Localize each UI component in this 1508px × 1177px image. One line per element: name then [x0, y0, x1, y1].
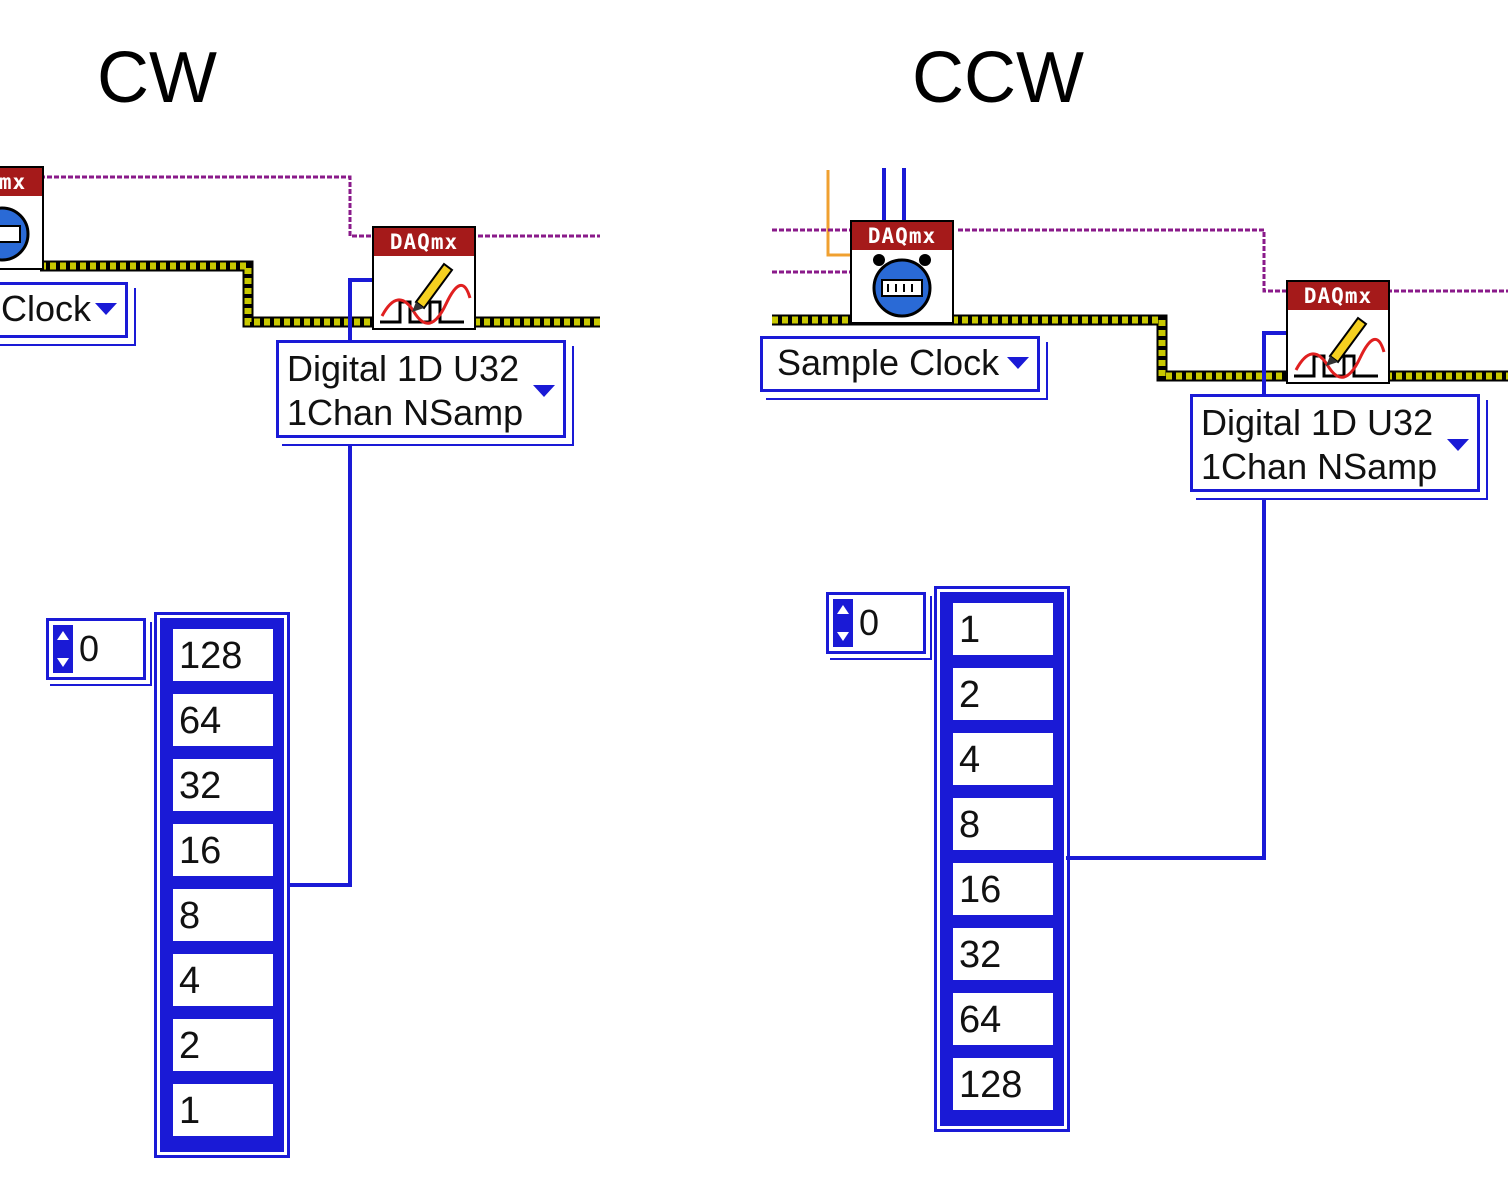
- node-header: DAQmx: [0, 168, 42, 196]
- data-wire-right: [1066, 331, 1286, 860]
- chevron-down-icon: [95, 303, 117, 315]
- purple-wire-left: [40, 175, 600, 238]
- node-header: DAQmx: [1288, 282, 1388, 310]
- array-index-control-left[interactable]: 0: [46, 618, 146, 680]
- array-constant-right: 1 2 4 8 16 32 64 128: [934, 586, 1070, 1132]
- array-element[interactable]: 32: [173, 759, 273, 811]
- array-element[interactable]: 16: [173, 824, 273, 876]
- array-element[interactable]: 2: [953, 668, 1053, 720]
- sample-clock-ring-right[interactable]: Sample Clock: [760, 336, 1040, 392]
- chevron-down-icon: [533, 385, 555, 397]
- array-element[interactable]: 4: [173, 954, 273, 1006]
- index-spinner[interactable]: [53, 625, 73, 673]
- daqmx-write-node-right[interactable]: DAQmx: [1286, 280, 1390, 384]
- chevron-down-icon: [1447, 439, 1469, 451]
- array-element[interactable]: 8: [953, 798, 1053, 850]
- array-element[interactable]: 8: [173, 889, 273, 941]
- index-value: 0: [79, 628, 100, 669]
- array-element[interactable]: 1: [173, 1084, 273, 1136]
- array-constant-left: 128 64 32 16 8 4 2 1: [154, 612, 290, 1158]
- timing-icon: [872, 254, 932, 318]
- array-element[interactable]: 128: [953, 1058, 1053, 1110]
- write-pencil-icon: [380, 262, 472, 325]
- ring-label: Digital 1D U32 1Chan NSamp: [1201, 402, 1438, 487]
- panel-title-ccw: CCW: [912, 38, 1084, 118]
- array-element[interactable]: 128: [173, 629, 273, 681]
- chevron-down-icon: [1007, 357, 1029, 369]
- node-header: DAQmx: [374, 228, 474, 256]
- orange-wire-right: [826, 170, 850, 257]
- index-spinner[interactable]: [833, 599, 853, 647]
- array-element[interactable]: 32: [953, 928, 1053, 980]
- array-index-control-right[interactable]: 0: [826, 592, 926, 654]
- data-wire-left: [287, 278, 372, 887]
- array-element[interactable]: 2: [173, 1019, 273, 1071]
- daqmx-timing-node-left[interactable]: DAQmx: [0, 166, 44, 270]
- array-element[interactable]: 64: [953, 993, 1053, 1045]
- array-element[interactable]: 64: [173, 694, 273, 746]
- sample-clock-ring-left[interactable]: Clock: [0, 282, 128, 338]
- array-element[interactable]: 1: [953, 603, 1053, 655]
- ring-label: Sample Clock: [777, 342, 1000, 383]
- index-value: 0: [859, 602, 880, 643]
- panel-title-cw: CW: [97, 38, 217, 118]
- ring-label: Clock: [1, 288, 92, 329]
- array-element[interactable]: 4: [953, 733, 1053, 785]
- daqmx-timing-node-right[interactable]: DAQmx: [850, 220, 954, 324]
- timing-icon: [0, 206, 30, 262]
- write-pencil-icon: [1294, 316, 1386, 379]
- write-type-ring-right[interactable]: Digital 1D U32 1Chan NSamp: [1190, 394, 1480, 492]
- write-type-ring-left[interactable]: Digital 1D U32 1Chan NSamp: [276, 340, 566, 438]
- ring-label: Digital 1D U32 1Chan NSamp: [287, 348, 524, 433]
- node-header: DAQmx: [852, 222, 952, 250]
- array-element[interactable]: 16: [953, 863, 1053, 915]
- daqmx-write-node-left[interactable]: DAQmx: [372, 226, 476, 330]
